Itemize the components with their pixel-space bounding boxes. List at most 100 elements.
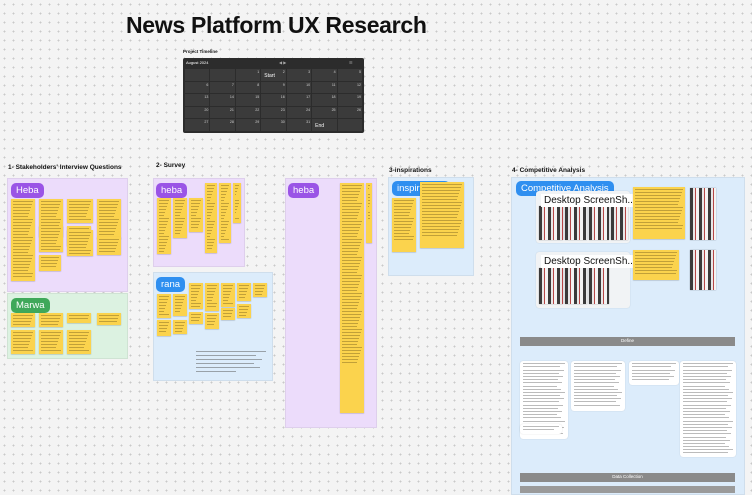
sticky-note[interactable] [366,183,372,243]
sticky-note[interactable] [633,187,685,239]
calendar-day[interactable]: 28 [210,119,235,131]
calendar-day[interactable]: 21 [210,106,235,119]
screenshot-thumbnail[interactable] [539,268,563,304]
calendar-day[interactable]: 25 [312,106,337,119]
text-card[interactable] [680,361,736,457]
sticky-note[interactable] [221,283,235,307]
calendar-day[interactable]: 27 [185,119,210,131]
sticky-note[interactable] [205,183,217,253]
sticky-note[interactable] [97,199,121,239]
calendar-day[interactable]: 24 [286,106,312,119]
calendar-day[interactable]: 23 [261,106,286,119]
text-card[interactable] [629,361,679,385]
calendar-day[interactable]: 7 [210,81,235,94]
tag-rana[interactable]: rana [156,277,186,292]
calendar-day-number: 2 [282,70,285,74]
calendar-menu-icon[interactable]: ☰ [349,60,353,65]
sticky-note[interactable] [237,304,251,318]
sticky-note[interactable] [39,313,63,327]
calendar-day[interactable]: 8 [235,81,261,94]
sticky-note[interactable] [157,320,171,336]
sticky-note[interactable] [189,283,203,309]
sticky-note[interactable] [39,255,61,271]
calendar-day-number: 11 [331,82,336,87]
calendar-day[interactable]: 26 [337,106,362,119]
text-card[interactable] [571,361,625,411]
sticky-note[interactable] [392,198,416,252]
sticky-note[interactable] [157,198,171,254]
sticky-note[interactable] [39,226,63,252]
calendar-day[interactable] [210,69,235,81]
sticky-note[interactable] [97,237,121,255]
sticky-note[interactable] [420,182,464,248]
sticky-note[interactable] [173,198,187,238]
sticky-note[interactable] [39,330,63,354]
calendar-day[interactable]: 6 [185,81,210,94]
sticky-note[interactable] [11,199,35,281]
calendar-day[interactable]: 4 [312,69,337,81]
sticky-note[interactable] [219,183,231,243]
tag-heba[interactable]: Heba [11,183,44,198]
calendar-day[interactable]: 13 [185,94,210,106]
calendar-day-number: 10 [306,82,311,87]
sticky-note[interactable] [221,308,235,320]
sticky-note[interactable] [340,183,364,413]
tag-survey-heba[interactable]: heba [156,183,188,198]
screenshot-thumbnail[interactable] [539,206,563,240]
calendar-day[interactable]: 12 [337,81,362,94]
calendar-day[interactable]: 10 [286,81,312,94]
screenshot-thumbnail[interactable] [589,268,609,304]
calendar-day[interactable]: 11 [312,81,337,94]
tag-marwa[interactable]: Marwa [11,298,50,313]
sticky-note[interactable] [205,283,219,311]
calendar-day[interactable]: 20 [185,106,210,119]
sticky-note[interactable] [97,313,121,325]
screenshot-thumbnail[interactable] [589,206,609,240]
sticky-note[interactable] [11,330,35,354]
sticky-note[interactable] [233,183,241,223]
calendar-day[interactable]: 29 [235,119,261,131]
screenshot-thumbnail[interactable] [690,188,716,240]
sticky-note[interactable] [173,294,187,316]
calendar-day[interactable]: 31 [286,119,312,131]
sticky-note[interactable] [237,283,251,301]
tag-survey-heba-2[interactable]: heba [288,183,320,198]
calendar-day[interactable]: 30 [261,119,286,131]
sticky-note[interactable] [67,199,93,223]
text-card[interactable] [520,424,562,434]
calendar-day[interactable]: 3 [286,69,312,81]
calendar-day[interactable]: 18 [312,94,337,106]
calendar-nav[interactable]: ◀ ▶ [279,60,287,65]
sticky-note[interactable] [189,312,203,324]
calendar-day[interactable]: 1 [235,69,261,81]
calendar-day[interactable]: 9 [261,81,286,94]
sticky-note[interactable] [67,313,91,323]
screenshot-thumbnail[interactable] [690,250,716,290]
calendar-day-number: 28 [229,120,234,125]
sticky-note[interactable] [67,230,93,256]
sticky-note[interactable] [633,250,679,280]
sticky-note[interactable] [11,313,35,327]
calendar-day[interactable]: End [312,119,337,131]
calendar-day-number: 5 [359,70,361,74]
screenshot-thumbnail[interactable] [565,206,587,240]
sticky-note[interactable] [67,330,91,354]
screenshot-thumbnail[interactable] [565,268,587,304]
calendar-day[interactable] [337,119,362,131]
calendar-day[interactable]: 16 [261,94,286,106]
calendar-day[interactable]: 14 [210,94,235,106]
calendar-day[interactable]: 17 [286,94,312,106]
calendar-day[interactable] [185,69,210,81]
calendar-day[interactable]: 22 [235,106,261,119]
calendar-day[interactable]: 15 [235,94,261,106]
sticky-note[interactable] [189,198,203,232]
sticky-note[interactable] [253,283,267,297]
screenshot-thumbnail[interactable] [611,206,628,240]
sticky-note[interactable] [157,294,171,318]
sticky-note[interactable] [173,320,187,334]
sticky-note[interactable] [205,313,219,329]
calendar-day[interactable]: 5 [337,69,362,81]
calendar-day[interactable]: 19 [337,94,362,106]
